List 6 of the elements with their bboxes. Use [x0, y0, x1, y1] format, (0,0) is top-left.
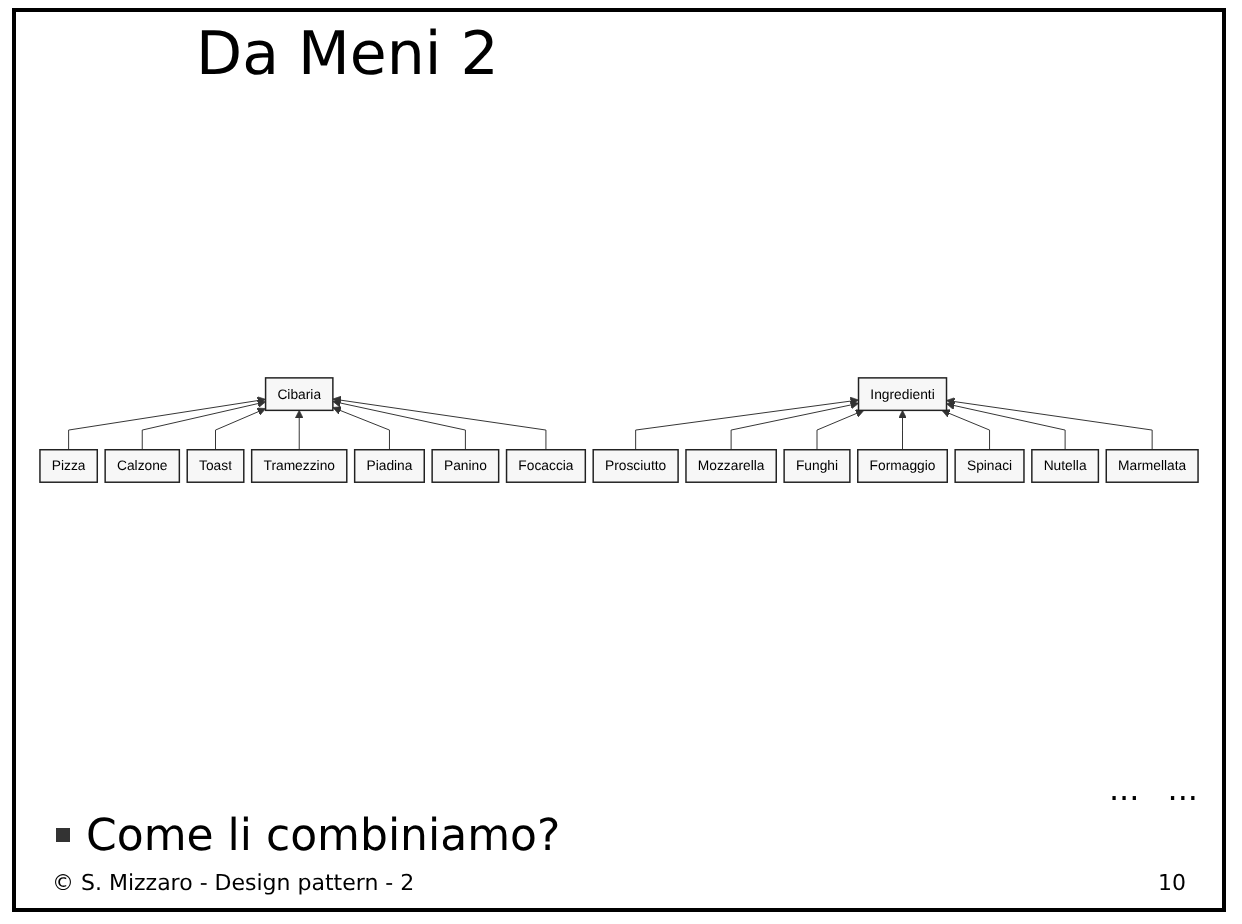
bullet-text: Come li combiniamo?: [86, 812, 561, 862]
footer-text: © S. Mizzaro - Design pattern - 2: [52, 870, 415, 896]
slide-title: Da Meni 2: [196, 20, 501, 92]
ellipsis-text: ...: [1108, 770, 1140, 808]
page-number: 10: [1158, 870, 1186, 896]
ellipsis-text: ...: [1167, 770, 1198, 808]
